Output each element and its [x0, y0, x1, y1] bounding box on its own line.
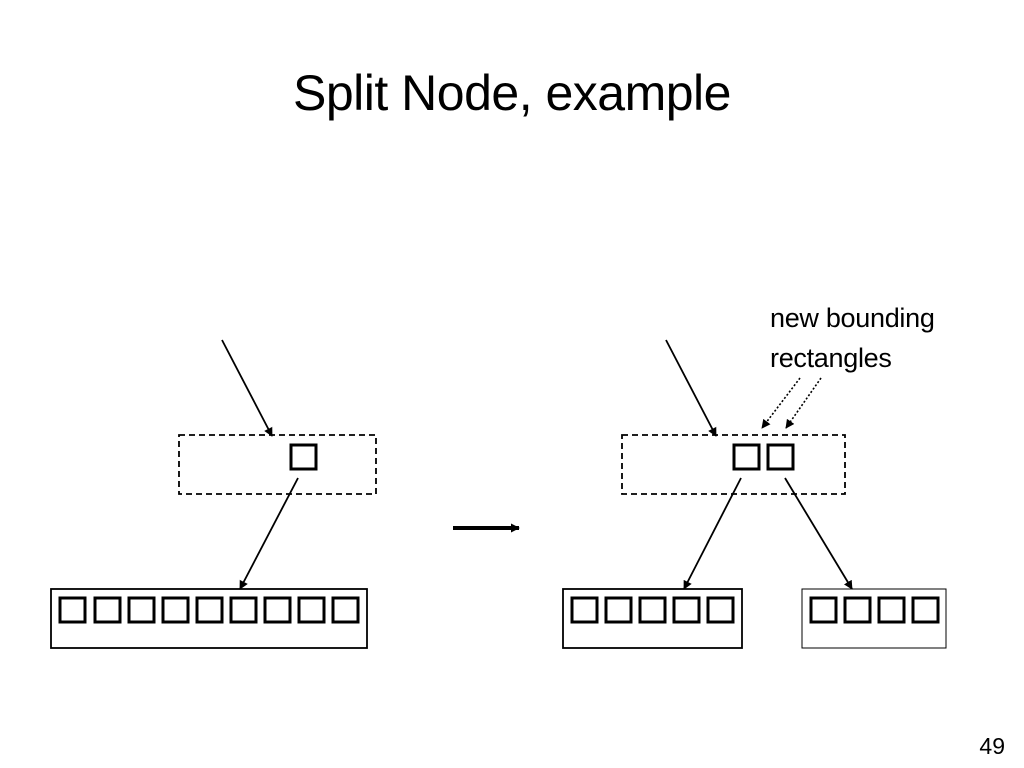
child-pointer-arrow	[239, 477, 299, 590]
annotation-line-1: new bounding	[770, 303, 935, 333]
new-bounding-rectangles-label: new bounding rectangles	[770, 298, 1010, 378]
annotation-line-2: rectangles	[770, 343, 892, 373]
child-pointer-left-arrow	[683, 477, 742, 590]
leaf-entry	[638, 596, 667, 624]
right-leaf-entries	[809, 596, 940, 624]
leaf-entries-before	[58, 596, 360, 624]
overflowing-leaf-node	[50, 588, 368, 649]
leaf-entry	[195, 596, 224, 624]
leaf-entry	[877, 596, 906, 624]
leaf-entry	[263, 596, 292, 624]
left-leaf-node	[562, 588, 743, 649]
left-leaf-entries	[570, 596, 735, 624]
annotation-pointer-right	[785, 377, 822, 429]
page-number: 49	[979, 733, 1005, 759]
parent-entry-right	[766, 443, 795, 471]
leaf-entry	[809, 596, 838, 624]
slide-title: Split Node, example	[293, 65, 731, 121]
parent-node-dashed	[178, 434, 377, 495]
leaf-entry	[229, 596, 258, 624]
leaf-entry	[331, 596, 360, 624]
leaf-entry	[843, 596, 872, 624]
after-split-group	[562, 339, 947, 649]
leaf-entry	[161, 596, 190, 624]
leaf-entry	[93, 596, 122, 624]
leaf-entry	[672, 596, 701, 624]
incoming-pointer-arrow	[665, 339, 717, 437]
leaf-entry	[604, 596, 633, 624]
annotation-pointer-left	[761, 377, 801, 429]
leaf-entry	[127, 596, 156, 624]
leaf-entry	[58, 596, 87, 624]
incoming-pointer-arrow	[221, 339, 273, 437]
leaf-entry	[570, 596, 599, 624]
right-leaf-node	[801, 588, 947, 649]
parent-entry-left	[732, 443, 761, 471]
parent-entry	[289, 443, 318, 471]
child-pointer-right-arrow	[784, 477, 853, 590]
leaf-entry	[706, 596, 735, 624]
leaf-entry	[297, 596, 326, 624]
before-split-group	[50, 339, 377, 649]
leaf-entry	[911, 596, 940, 624]
